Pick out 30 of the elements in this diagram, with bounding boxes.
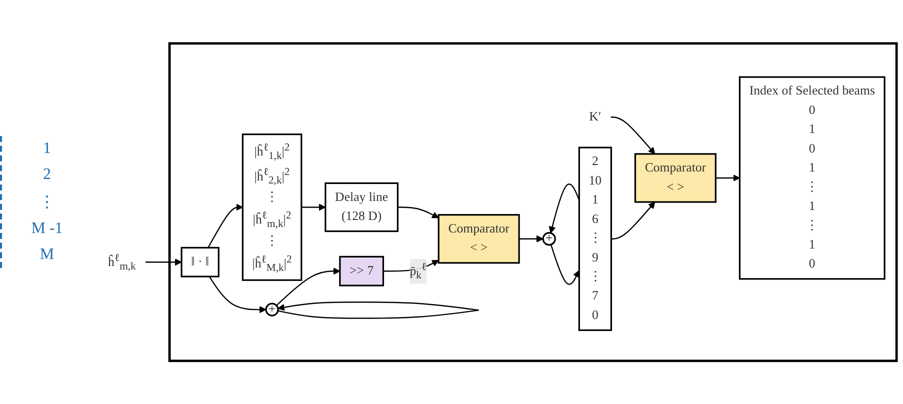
arrow bbox=[519, 235, 544, 242]
node-box: 2 10 1 6 ⋮ 9 ⋮ 7 0 bbox=[578, 146, 612, 331]
arrow bbox=[716, 174, 740, 182]
arrow bbox=[610, 116, 656, 154]
arrow bbox=[301, 204, 326, 211]
cluster bbox=[168, 42, 898, 362]
node-box: Delay line (128 D) bbox=[324, 182, 398, 232]
row-index-label: ⋮ bbox=[39, 193, 55, 212]
arrow bbox=[278, 301, 479, 319]
node-circle: + bbox=[265, 302, 279, 316]
arrow bbox=[611, 202, 656, 240]
node-text: K′ bbox=[589, 110, 602, 124]
node-box: ‖ · ‖ bbox=[180, 246, 220, 278]
node-box: Comparator < > bbox=[438, 214, 520, 264]
arrow bbox=[398, 206, 439, 218]
arrow bbox=[550, 244, 580, 285]
row-index-label: 1 bbox=[43, 140, 51, 158]
node-box: |ĥ$^{ℓ}$$_{1,k}$|$^{2}$ |ĥ$^{ℓ}$$_{2,k}$|$^{2}$ ⋮ |ĥ$^{ℓ}$$_{m,k}$|$^{2}$ ⋮ |ĥ$^{ℓ}$$_{M,k}$|$^{2}$ bbox=[242, 133, 302, 281]
arrow bbox=[276, 267, 340, 306]
row-index-label: M bbox=[40, 246, 54, 264]
row-index-label: 2 bbox=[43, 166, 51, 184]
row-index-label: M -1 bbox=[31, 220, 63, 238]
node-box: Index of Selected beams 0 1 0 1 ⋮ 1 ⋮ 1 0 bbox=[738, 76, 886, 280]
arrow bbox=[146, 258, 182, 266]
arrow bbox=[208, 204, 243, 248]
node-box: >> 7 bbox=[339, 256, 384, 286]
node-box: Comparator < > bbox=[634, 153, 716, 203]
node-circle: + bbox=[542, 232, 556, 246]
arrow bbox=[548, 183, 580, 234]
arrow bbox=[208, 276, 266, 313]
